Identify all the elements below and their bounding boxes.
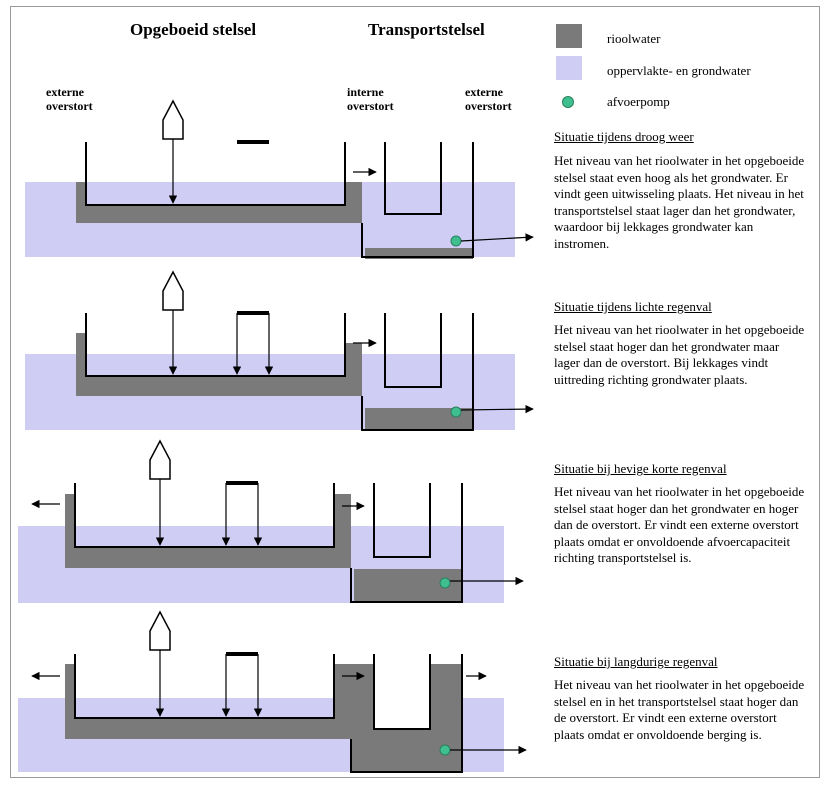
house-icon [149,439,171,480]
transport-channel [361,142,474,258]
house-icon [162,99,184,140]
transport-well [384,142,442,215]
rioolwater-basin [65,718,351,739]
basin-outline [74,654,335,719]
transport-well [373,654,431,730]
rioolwater-basin [76,376,362,396]
rioolwater-wall-left [65,494,75,568]
situation-3-text: Het niveau van het rioolwater in het opg… [554,484,805,565]
rioolwater-wall-right [334,494,351,568]
transport-well [373,483,431,558]
diagram-droog-weer [25,99,534,259]
legend-label-afvoerpomp: afvoerpomp [607,94,670,109]
transport-well-empty [374,655,430,729]
legend-label-grondwater: oppervlakte- en grondwater [607,63,751,78]
rioolwater-wall-right [345,182,362,223]
situation-2-title: Situatie tijdens lichte regenval [554,299,712,314]
afvoerpomp-icon [439,744,451,756]
rioolwater-basin [65,547,351,568]
house-icon [162,270,184,311]
label-interne-overstort: interne overstort [347,85,394,113]
diagram-langdurige-regenval [18,610,527,773]
afvoerpomp-icon [439,577,451,589]
transport-well [384,313,442,388]
label-externe-overstort-right: externe overstort [465,85,512,113]
afvoerpomp-icon [450,235,462,247]
basin-outline [85,142,346,206]
rioolwater-wall-left [76,182,86,223]
transport-rioolwater [365,408,473,430]
situation-3-title: Situatie bij hevige korte regenval [554,461,727,476]
figure-frame [10,6,820,778]
situation-1-title: Situatie tijdens droog weer [554,129,694,144]
pump-outflow-arrow [460,404,534,414]
rioolwater-wall-right [334,664,351,739]
legend-swatch-rioolwater [556,24,582,48]
diagram-lichte-regenval [25,270,534,431]
legend-swatch-grondwater [556,56,582,80]
transport-rioolwater [365,248,473,259]
basin-outline [85,313,346,377]
rioolwater-wall-right [345,343,362,396]
label-externe-overstort-left: externe overstort [46,85,93,113]
situation-2-text: Het niveau van het rioolwater in het opg… [554,322,805,387]
afvoerpomp-icon [450,406,462,418]
basin-outline [74,483,335,548]
rioolwater-wall-left [65,664,75,739]
pump-outflow-arrow [460,233,534,242]
transport-channel [350,483,463,603]
header-transportstelsel: Transportstelsel [368,20,485,39]
situation-1-text: Het niveau van het rioolwater in het opg… [554,153,805,251]
situation-4-title: Situatie bij langdurige regenval [554,654,718,669]
legend-pomp-icon [562,96,574,108]
header-opgeboeid-stelsel: Opgeboeid stelsel [130,20,257,39]
legend-label-rioolwater: rioolwater [607,31,661,46]
situation-4-text: Het niveau van het rioolwater in het opg… [554,677,805,742]
diagram-hevige-korte-regenval [18,439,524,603]
transport-channel [350,654,463,773]
rioolwater-wall-left [76,333,86,396]
transport-channel [361,313,474,431]
rioolwater-basin [76,205,362,223]
house-icon [149,610,171,651]
